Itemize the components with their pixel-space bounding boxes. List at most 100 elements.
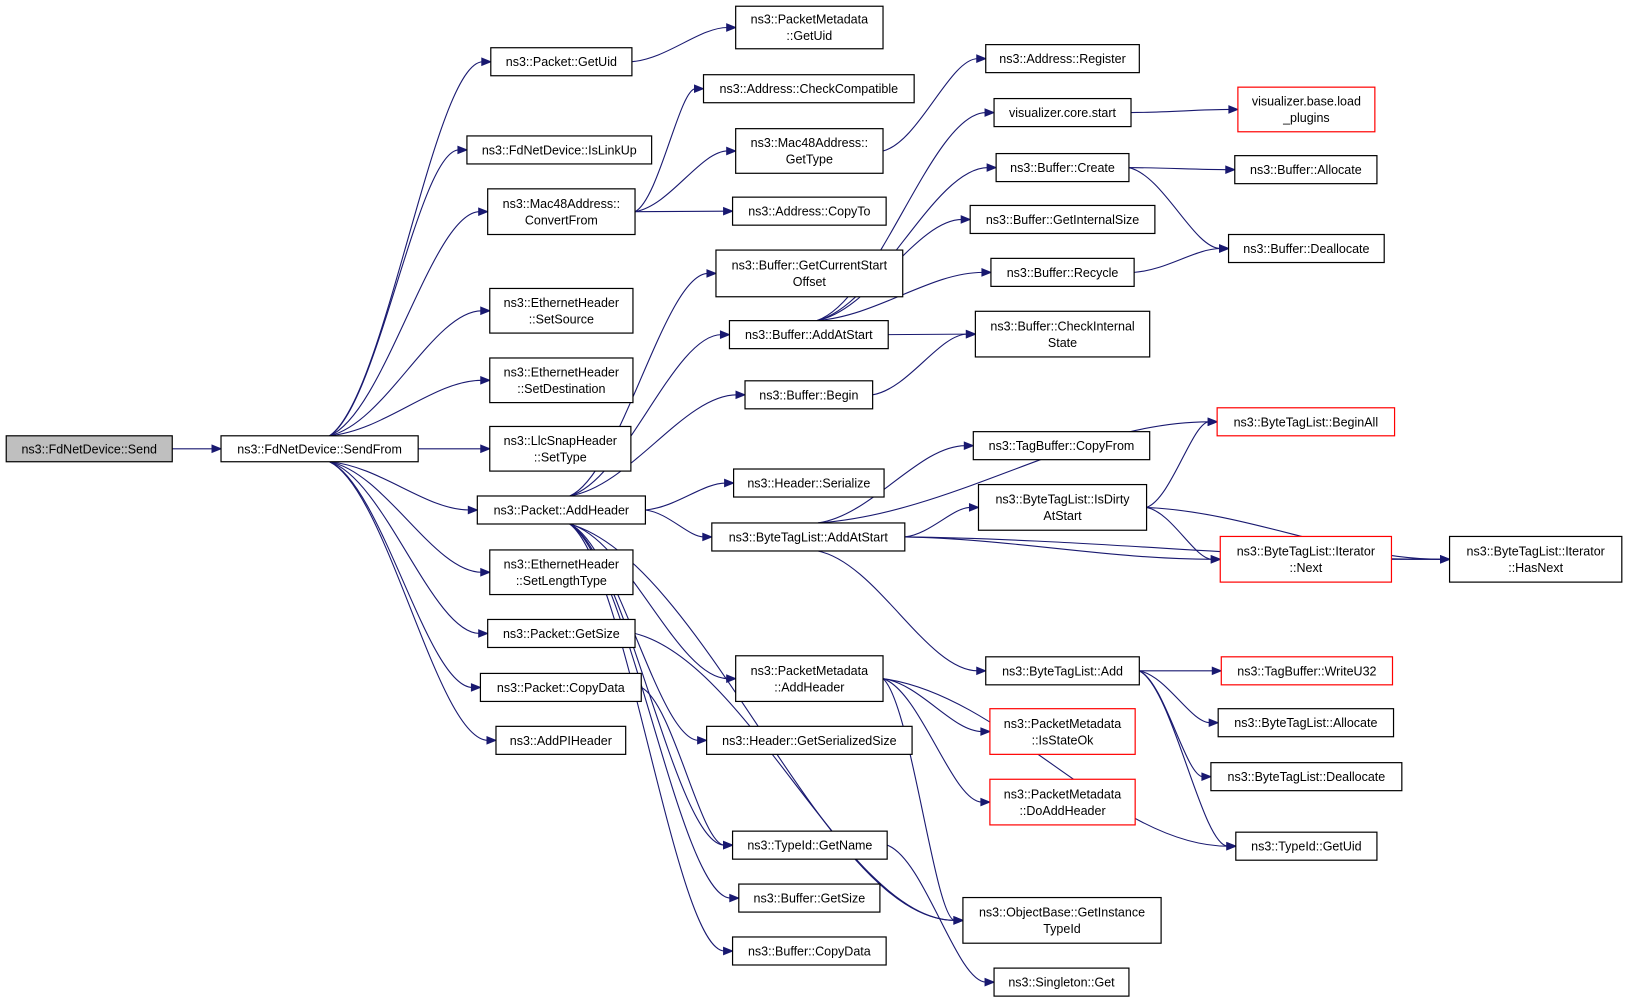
node-buf-create[interactable]: ns3::Buffer::Create	[995, 152, 1130, 183]
node-label: ns3::FdNetDevice::Send	[21, 442, 157, 456]
node-label: ns3::Buffer::Recycle	[1007, 266, 1119, 280]
node-label: ns3::PacketMetadata	[751, 664, 868, 678]
node-label: ns3::Buffer::GetCurrentStart	[732, 259, 888, 273]
node-tagbuf-copyfrom[interactable]: ns3::TagBuffer::CopyFrom	[972, 431, 1151, 461]
node-tagbuf-writeu32[interactable]: ns3::TagBuffer::WriteU32	[1220, 656, 1394, 686]
node-llc-settype[interactable]: ns3::LlcSnapHeader::SetType	[489, 425, 632, 472]
call-edge-line	[882, 678, 982, 803]
node-box	[989, 778, 1136, 826]
node-sendfrom[interactable]: ns3::FdNetDevice::SendFrom	[220, 435, 419, 463]
node-box	[735, 128, 884, 174]
node-label: ns3::ObjectBase::GetInstance	[979, 906, 1145, 920]
call-edge-line	[816, 112, 987, 322]
node-pm-doaddheader[interactable]: ns3::PacketMetadata::DoAddHeader	[989, 778, 1136, 826]
call-edge	[631, 23, 738, 63]
node-pkt-addheader[interactable]: ns3::Packet::AddHeader	[476, 495, 647, 525]
node-mac-convert[interactable]: ns3::Mac48Address::ConvertFrom	[487, 188, 636, 236]
node-box	[1219, 535, 1393, 583]
node-mac-gettype[interactable]: ns3::Mac48Address::GetType	[735, 128, 884, 174]
node-islinkup[interactable]: ns3::FdNetDevice::IsLinkUp	[466, 135, 653, 165]
node-label: ns3::EthernetHeader	[504, 558, 619, 572]
call-edge-line	[329, 149, 459, 437]
node-hdr-getsersize[interactable]: ns3::Header::GetSerializedSize	[706, 725, 913, 755]
call-edge	[1134, 244, 1230, 273]
node-label: ns3::EthernetHeader	[504, 366, 619, 380]
node-box	[969, 204, 1156, 235]
node-box	[711, 522, 906, 552]
node-pm-addheader[interactable]: ns3::PacketMetadata::AddHeader	[735, 655, 884, 703]
node-vis-core-start[interactable]: visualizer.core.start	[993, 97, 1132, 128]
node-send[interactable]: ns3::FdNetDevice::Send	[5, 435, 173, 463]
node-btl-addatstart[interactable]: ns3::ByteTagList::AddAtStart	[711, 522, 906, 552]
node-buf-recycle[interactable]: ns3::Buffer::Recycle	[990, 257, 1135, 287]
node-pm-isstateok[interactable]: ns3::PacketMetadata::IsStateOk	[989, 708, 1136, 755]
call-edge	[1139, 670, 1213, 782]
node-label: ns3::Mac48Address::	[503, 197, 620, 211]
node-label: TypeId	[1043, 922, 1081, 936]
node-buf-allocate[interactable]: ns3::Buffer::Allocate	[1234, 155, 1378, 185]
node-pm-getuid[interactable]: ns3::PacketMetadata::GetUid	[735, 5, 884, 50]
node-btl-add[interactable]: ns3::ByteTagList::Add	[985, 656, 1140, 686]
node-box	[489, 425, 632, 472]
call-edge	[1391, 554, 1451, 564]
node-buf-addatstart[interactable]: ns3::Buffer::AddAtStart	[728, 320, 889, 350]
node-label: ns3::AddPIHeader	[510, 734, 612, 748]
node-buf-getsize[interactable]: ns3::Buffer::GetSize	[738, 883, 881, 913]
node-label: ns3::Buffer::Allocate	[1250, 163, 1362, 177]
node-btl-deallocate[interactable]: ns3::ByteTagList::Deallocate	[1210, 762, 1403, 792]
node-label: State	[1048, 336, 1077, 350]
call-edge-arrowhead	[729, 893, 741, 903]
node-eth-setlen[interactable]: ns3::EthernetHeader::SetLengthType	[489, 549, 634, 596]
node-buf-copydata[interactable]: ns3::Buffer::CopyData	[731, 936, 887, 966]
call-edge	[329, 461, 492, 577]
node-buf-getintsize[interactable]: ns3::Buffer::GetInternalSize	[969, 204, 1156, 235]
call-edge-line	[904, 506, 971, 538]
node-box	[706, 725, 913, 755]
node-singleton-get[interactable]: ns3::Singleton::Get	[993, 967, 1130, 997]
node-tid-getname[interactable]: ns3::TypeId::GetName	[731, 830, 888, 860]
node-tid-getuid[interactable]: ns3::TypeId::GetUid	[1235, 831, 1378, 861]
node-box	[985, 656, 1140, 686]
call-edge-line	[569, 394, 738, 497]
call-edge	[569, 523, 738, 683]
node-btl-beginall[interactable]: ns3::ByteTagList::BeginAll	[1216, 407, 1396, 437]
call-edge-line	[641, 686, 725, 846]
node-buf-deallocate[interactable]: ns3::Buffer::Deallocate	[1227, 233, 1385, 264]
call-edge-arrowhead	[1207, 417, 1219, 427]
call-edge-line	[329, 211, 480, 437]
node-vis-loadplugins[interactable]: visualizer.base.load_plugins	[1237, 86, 1376, 133]
node-btl-iter-next[interactable]: ns3::ByteTagList::Iterator::Next	[1219, 535, 1393, 583]
call-edge	[172, 444, 223, 454]
call-edge-line	[329, 461, 480, 635]
node-btl-allocate[interactable]: ns3::ByteTagList::Allocate	[1217, 708, 1395, 738]
node-pkt-getuid[interactable]: ns3::Packet::GetUid	[490, 47, 633, 77]
node-addr-checkcompat[interactable]: ns3::Address::CheckCompatible	[702, 74, 915, 104]
call-edge	[816, 163, 998, 322]
node-buf-begin[interactable]: ns3::Buffer::Begin	[744, 380, 874, 410]
node-box	[487, 618, 636, 649]
call-edge-arrowhead	[697, 736, 708, 745]
call-edge	[569, 269, 718, 497]
node-eth-setsource[interactable]: ns3::EthernetHeader::SetSource	[489, 287, 634, 334]
node-addr-register[interactable]: ns3::Address::Register	[985, 44, 1140, 74]
node-label: ns3::Buffer::AddAtStart	[745, 328, 873, 342]
node-box	[702, 74, 915, 104]
node-box	[220, 435, 419, 463]
node-label: ::SetDestination	[517, 382, 605, 396]
node-pkt-getsize[interactable]: ns3::Packet::GetSize	[487, 618, 636, 649]
node-box	[489, 549, 634, 596]
node-pkt-copydata[interactable]: ns3::Packet::CopyData	[479, 672, 642, 703]
call-edge-arrowhead	[480, 306, 492, 316]
call-edge	[1139, 670, 1220, 728]
call-edge	[634, 146, 738, 213]
call-edge	[641, 686, 734, 850]
node-eth-setdest[interactable]: ns3::EthernetHeader::SetDestination	[489, 357, 634, 404]
node-addr-copyto[interactable]: ns3::Address::CopyTo	[731, 196, 887, 226]
node-addpi[interactable]: ns3::AddPIHeader	[495, 725, 627, 755]
node-btl-iter-hasnext[interactable]: ns3::ByteTagList::Iterator::HasNext	[1448, 535, 1623, 583]
node-hdr-serialize[interactable]: ns3::Header::Serialize	[733, 468, 885, 498]
